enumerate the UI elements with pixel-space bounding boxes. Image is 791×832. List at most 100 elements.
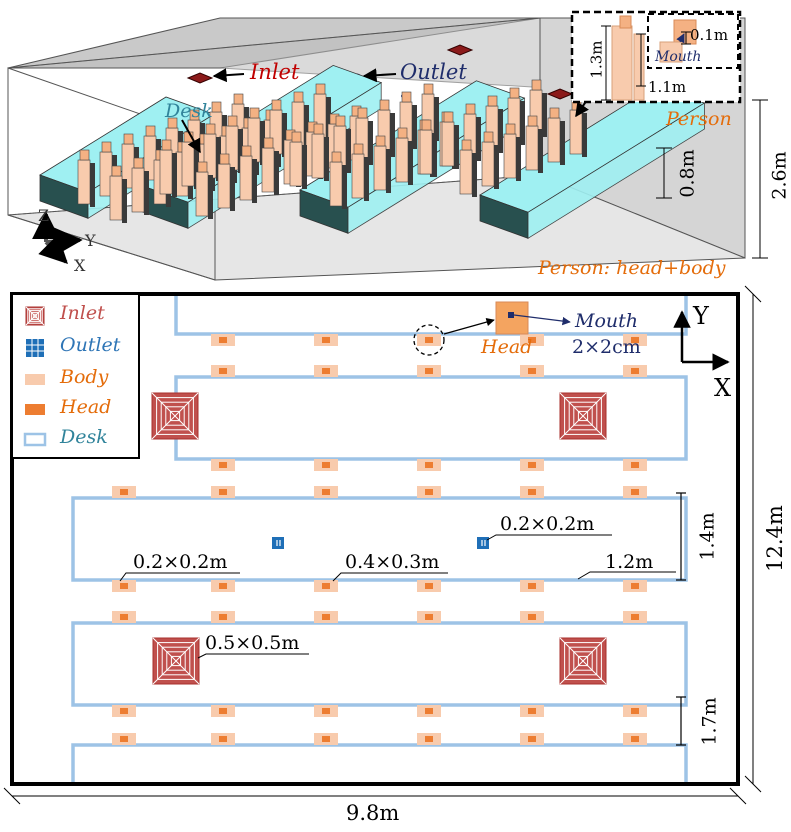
person-body-shade (172, 153, 177, 197)
inlet-plan-ring (573, 651, 593, 671)
person-body-3d (441, 121, 455, 167)
person-body-shade (434, 97, 439, 141)
person-head-plan (425, 489, 433, 495)
person-head-plan (322, 337, 330, 343)
mouth-label: Mouth (575, 310, 639, 332)
person-body-3d (131, 167, 145, 213)
inlet-plan-ring (165, 406, 185, 426)
person-head-plan (322, 368, 330, 374)
legend-head-label: Head (60, 396, 112, 418)
person-caption: Person: head+body (538, 257, 726, 279)
person-head-3d (421, 119, 432, 131)
axis-y-3d: Y (85, 231, 96, 250)
room-height-label: 2.6m (768, 151, 791, 200)
person-body-3d (239, 155, 253, 201)
desk-height-label: 0.8m (676, 149, 699, 198)
person-head-plan (528, 583, 536, 589)
inlet-plan-ring (161, 646, 191, 676)
person-head-plan (322, 489, 330, 495)
inlet-plan-ring (166, 651, 186, 671)
person-head-plan (219, 583, 227, 589)
person-head-plan (528, 368, 536, 374)
person-body-shade (144, 171, 149, 215)
person-head-3d (315, 83, 326, 95)
person-head-3d (211, 101, 222, 113)
person-body-shade (90, 163, 95, 207)
legend-desk-icon (23, 432, 47, 447)
person-body-shade (408, 141, 413, 185)
person-head-plan (425, 708, 433, 714)
person-head-plan (425, 736, 433, 742)
person-head-3d (331, 151, 342, 163)
person-head-3d (397, 127, 408, 139)
inlet-plan-ring (564, 397, 602, 435)
person-body-shade (302, 145, 307, 189)
person-body-3d (77, 159, 91, 205)
person-head-3d (487, 95, 498, 107)
person-head-plan (425, 583, 433, 589)
person-head-plan (322, 736, 330, 742)
desk-plan-bottom (71, 743, 688, 782)
axis-x-plan: X (714, 374, 732, 402)
inset-mouth-label: Mouth (655, 49, 702, 65)
person-head-plan (219, 489, 227, 495)
person-body-3d (181, 141, 195, 187)
person-body-shade (542, 93, 547, 137)
person-body-3d (109, 175, 123, 221)
person-body-shade (208, 175, 213, 219)
person-head-3d (531, 79, 542, 91)
person-head-3d (233, 93, 244, 105)
person-body-shade (304, 105, 309, 149)
person-head-3d (249, 107, 260, 119)
person-head-plan (120, 489, 128, 495)
person-head-3d (423, 83, 434, 95)
person-head-3d (161, 139, 172, 151)
row-gap-label: 1.7m (698, 697, 721, 746)
inlet-plan-diag (559, 637, 607, 685)
person-head-plan (528, 337, 536, 343)
person-head-3d (401, 91, 412, 103)
mouth-size-label: 2×2cm (572, 336, 641, 358)
person-body-3d (503, 133, 517, 179)
person-body-3d (351, 153, 365, 199)
person-head-3d (291, 131, 302, 143)
person-body-shade (230, 167, 235, 211)
person-body-3d (159, 149, 173, 195)
person-body-shade (274, 151, 279, 195)
person-head-3d (123, 133, 134, 145)
person-head-plan (219, 736, 227, 742)
person-head-plan (528, 462, 536, 468)
person-body-shade (538, 129, 543, 173)
inset-short-label: 1.1m (648, 78, 687, 96)
axis-y-plan: Y (693, 302, 709, 330)
outlet-plan (272, 537, 284, 549)
person-body-shade (238, 129, 243, 173)
person-body-shade (498, 109, 503, 153)
person-head-3d (549, 107, 560, 119)
legend-inlet-icon-ring (27, 308, 43, 324)
person-head-3d (509, 87, 520, 99)
axis-z-3d: Z (38, 206, 50, 225)
person-head-3d (219, 153, 230, 165)
person-head-3d (375, 135, 386, 147)
person-head-plan (528, 614, 536, 620)
person-head-3d (271, 99, 282, 111)
person-body-3d (547, 117, 561, 163)
person-body-shade (368, 121, 373, 165)
inlet-plan-ring (577, 410, 589, 422)
person-body-3d (525, 125, 539, 171)
person-body-shade (472, 153, 477, 197)
head-label: Head (481, 336, 533, 358)
person-body-shade (122, 179, 127, 223)
desk-label-3d: Desk (165, 100, 213, 122)
legend-head-icon (25, 404, 45, 415)
inset-body-tall (611, 25, 633, 101)
person-head-plan (528, 489, 536, 495)
inset-mouth-offset: 0.1m (690, 26, 729, 44)
person-head-3d (111, 165, 122, 177)
room-length-label: 12.4m (762, 505, 787, 572)
person-body-shade (260, 121, 265, 165)
ceiling-inlet (446, 44, 474, 56)
person-head-3d (79, 149, 90, 161)
